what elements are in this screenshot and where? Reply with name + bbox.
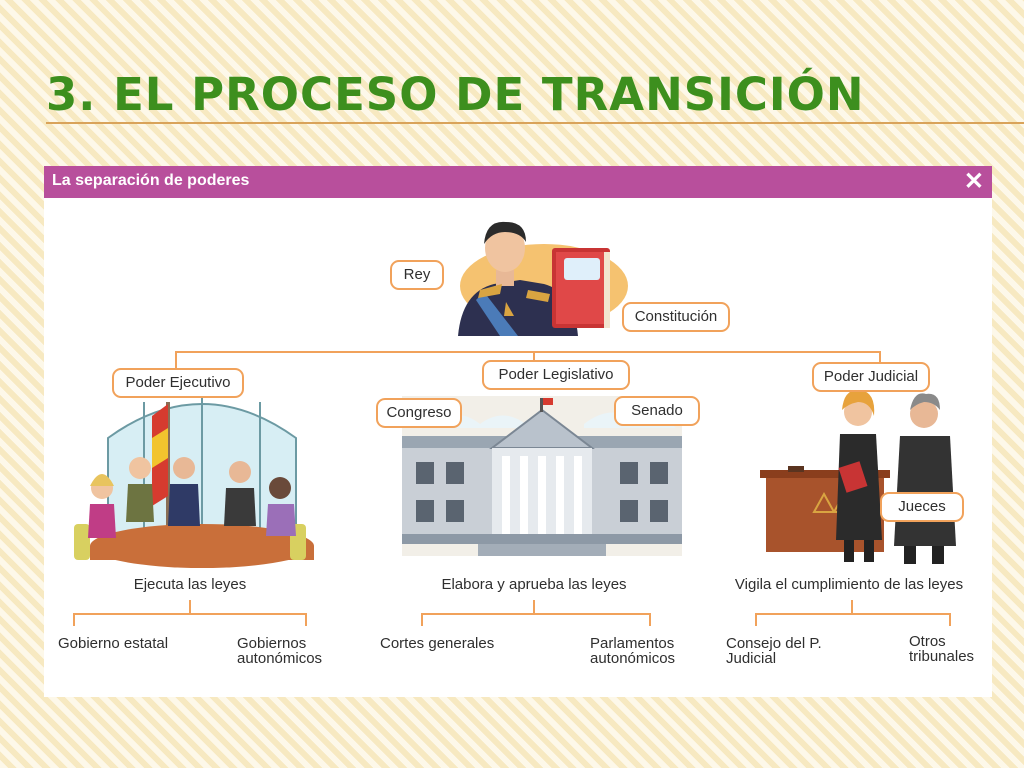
diagram-artwork	[73, 221, 956, 626]
king-illustration	[458, 221, 628, 336]
legislativo-caption: Elabora y aprueba las leyes	[441, 576, 627, 593]
constitution-book-illustration	[552, 248, 610, 328]
jueces-label: Jueces	[880, 492, 964, 522]
title-divider	[46, 122, 1024, 124]
poder-judicial-label: Poder Judicial	[812, 362, 930, 392]
congreso-label: Congreso	[376, 398, 462, 428]
judicial-caption: Vigila el cumplimiento de las leyes	[734, 576, 964, 593]
slide-title: 3. El proceso de transición	[46, 68, 865, 121]
senado-label: Senado	[614, 396, 700, 426]
gobiernos-autonomicos: Gobiernos autonómicos	[237, 635, 323, 667]
ejecutivo-caption: Ejecuta las leyes	[133, 576, 247, 593]
court-illustration	[760, 389, 956, 564]
separation-of-powers-panel: La separación de poderes ✕	[44, 166, 992, 697]
poder-ejecutivo-label: Poder Ejecutivo	[112, 368, 244, 398]
panel-header: La separación de poderes ✕	[44, 166, 992, 198]
tree-connectors	[73, 351, 951, 626]
consejo-poder-judicial: Consejo del P. Judicial	[726, 635, 822, 667]
close-button[interactable]: ✕	[963, 168, 984, 195]
gobierno-estatal: Gobierno estatal	[58, 635, 169, 652]
panel-title: La separación de poderes	[52, 172, 250, 189]
government-council-illustration	[74, 386, 314, 568]
poder-legislativo-label: Poder Legislativo	[482, 360, 630, 390]
constitucion-label: Constitución	[622, 302, 730, 332]
parlamentos-autonomicos: Parlamentos autonómicos	[590, 635, 676, 667]
rey-label: Rey	[390, 260, 444, 290]
otros-tribunales: Otros tribunales	[909, 633, 975, 665]
cortes-generales: Cortes generales	[380, 635, 495, 652]
